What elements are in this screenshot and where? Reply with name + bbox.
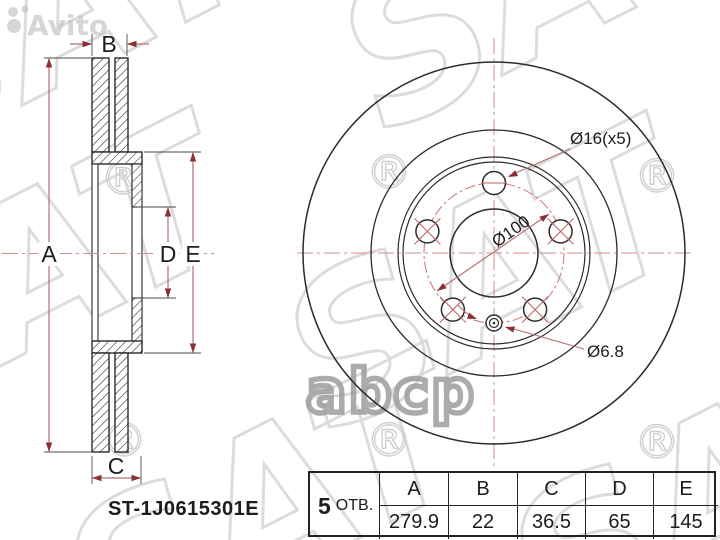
section-hat-flange-top xyxy=(91,151,143,165)
hub-outer-circle xyxy=(397,156,591,350)
dim-label-D: D xyxy=(160,241,177,267)
spec-table: 5 ОТВ. A B C D E 279.9 22 36.5 65 145 xyxy=(308,471,718,539)
table-header-A: A xyxy=(379,473,448,505)
table-header-E: E xyxy=(653,473,718,505)
section-hat-wall-hatch-upper xyxy=(131,163,143,208)
registered-icon: ® xyxy=(634,149,680,203)
holes-label: ОТВ. xyxy=(335,497,374,514)
dim-label-A: A xyxy=(41,241,57,267)
table-value-E: 145 xyxy=(653,505,718,539)
dim-label-C: C xyxy=(108,453,125,479)
locating-hole xyxy=(485,314,503,332)
table-value-A: 279.9 xyxy=(379,505,448,539)
locating-hole-diameter-label: Ø6.8 xyxy=(587,342,624,361)
bolt-circle-dimension-line xyxy=(436,213,550,292)
table-header-B: B xyxy=(448,473,517,505)
section-outer-plate-top xyxy=(91,57,110,153)
holes-count-cell: 5 ОТВ. xyxy=(310,473,379,539)
cross-section-view xyxy=(91,57,143,453)
dim-label-E: E xyxy=(185,241,200,267)
disc-outer-circle xyxy=(302,61,686,445)
bolt-hole-diameter-label: Ø16(x5) xyxy=(570,129,631,148)
section-hat-flange-bottom xyxy=(91,340,143,354)
center-bore-circle xyxy=(449,208,539,298)
hub-inner-circle xyxy=(402,161,586,345)
section-outer-plate-bottom xyxy=(91,352,110,453)
table-value-B: 22 xyxy=(448,505,517,539)
braking-band-inner-circle xyxy=(370,129,618,377)
holes-count: 5 xyxy=(318,492,331,519)
section-inner-plate-bottom xyxy=(114,352,129,453)
registered-icon: ® xyxy=(366,145,412,199)
section-inner-plate-top xyxy=(114,57,129,153)
registered-icon: ® xyxy=(634,415,680,469)
dimension-label-pads xyxy=(38,242,204,266)
table-value-C: 36.5 xyxy=(517,505,585,539)
part-number: ST-1J0615301E xyxy=(108,498,260,520)
section-hat-wall-hatch-lower xyxy=(131,297,143,342)
dim-label-B: B xyxy=(101,31,116,57)
disc-face-view: Ø100 Ø16(x5) Ø6.8 xyxy=(297,38,691,469)
bolt-hole-cross-ticks xyxy=(414,182,574,323)
table-header-D: D xyxy=(585,473,653,505)
table-value-D: 65 xyxy=(585,505,653,539)
bolt-hole-leader xyxy=(508,148,571,177)
table-header-C: C xyxy=(517,473,585,505)
section-hat-wall-left xyxy=(91,163,99,342)
locating-hole-leader xyxy=(506,326,585,350)
extension-lines xyxy=(44,34,201,484)
